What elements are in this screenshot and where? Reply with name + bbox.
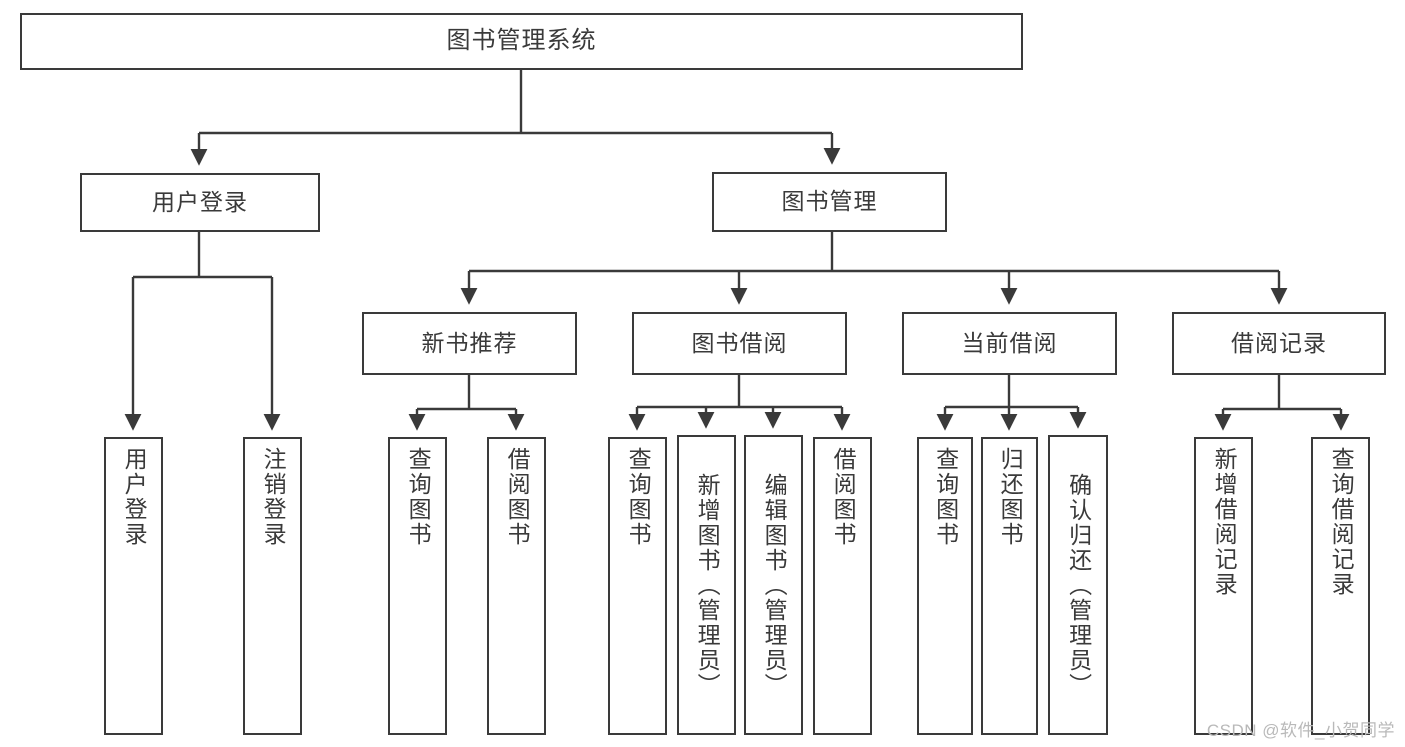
leaf-label: 查询图书 xyxy=(625,447,652,547)
leaf-label: 查询图书 xyxy=(405,447,432,547)
node-user-login[interactable]: 用户登录 xyxy=(80,173,320,232)
leaf-label: 查询借阅记录 xyxy=(1328,447,1355,597)
node-new-book-recommend[interactable]: 新书推荐 xyxy=(362,312,577,375)
leaf-label: 查询图书 xyxy=(932,447,959,547)
leaf-label: 用户登录 xyxy=(121,447,148,547)
leaf-label: 确认归还（管理员） xyxy=(1065,472,1092,698)
node-book-manage[interactable]: 图书管理 xyxy=(712,172,947,232)
node-leaf-add-book-admin[interactable]: 新增图书（管理员） xyxy=(677,435,736,735)
leaf-label: 借阅图书 xyxy=(830,447,857,547)
leaf-label: 归还图书 xyxy=(997,447,1024,547)
leaf-label: 注销登录 xyxy=(260,447,287,547)
leaf-label: 编辑图书（管理员） xyxy=(761,472,788,698)
node-leaf-add-borrow-record[interactable]: 新增借阅记录 xyxy=(1194,437,1253,735)
leaf-label: 新增借阅记录 xyxy=(1211,447,1238,597)
node-leaf-borrow-query-book[interactable]: 查询图书 xyxy=(608,437,667,735)
node-leaf-rec-query-book[interactable]: 查询图书 xyxy=(388,437,447,735)
leaf-label: 新增图书（管理员） xyxy=(694,472,721,698)
leaf-label: 借阅图书 xyxy=(504,447,531,547)
node-leaf-rec-borrow-book[interactable]: 借阅图书 xyxy=(487,437,546,735)
node-leaf-borrow-book[interactable]: 借阅图书 xyxy=(813,437,872,735)
node-leaf-edit-book-admin[interactable]: 编辑图书（管理员） xyxy=(744,435,803,735)
node-leaf-confirm-return-admin[interactable]: 确认归还（管理员） xyxy=(1048,435,1108,735)
node-borrow-record[interactable]: 借阅记录 xyxy=(1172,312,1386,375)
node-leaf-cur-query-book[interactable]: 查询图书 xyxy=(917,437,973,735)
node-current-borrow[interactable]: 当前借阅 xyxy=(902,312,1117,375)
watermark-text: CSDN @软件_小贺同学 xyxy=(1206,721,1395,740)
node-root-system[interactable]: 图书管理系统 xyxy=(20,13,1023,70)
node-leaf-user-login[interactable]: 用户登录 xyxy=(104,437,163,735)
node-leaf-return-book[interactable]: 归还图书 xyxy=(981,437,1038,735)
node-book-borrow[interactable]: 图书借阅 xyxy=(632,312,847,375)
node-leaf-query-borrow-record[interactable]: 查询借阅记录 xyxy=(1311,437,1370,735)
node-leaf-user-logout[interactable]: 注销登录 xyxy=(243,437,302,735)
